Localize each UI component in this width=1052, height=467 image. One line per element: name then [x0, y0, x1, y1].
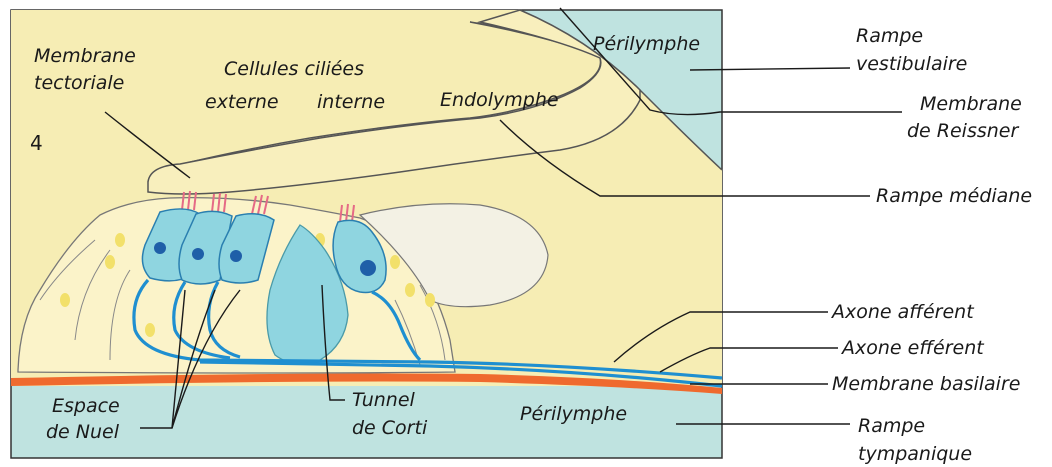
label-perilymphe-top: Périlymphe	[593, 33, 700, 55]
label-perilymphe-bottom: Périlymphe	[520, 403, 627, 425]
label-rampe-vestibulaire-2: vestibulaire	[856, 53, 967, 75]
label-membrane-reissner-1: Membrane	[920, 93, 1022, 115]
label-tunnel-corti-2: de Corti	[352, 417, 428, 439]
label-tunnel-corti-1: Tunnel	[352, 389, 416, 411]
label-rampe-vestibulaire-1: Rampe	[856, 25, 923, 47]
label-interne: interne	[317, 91, 385, 113]
outer-hair-cells	[142, 209, 274, 284]
label-externe: externe	[205, 91, 279, 113]
label-membrane-tectoriale-2: tectoriale	[34, 72, 124, 94]
figure-number: 4	[30, 131, 43, 155]
label-axone-efferent: Axone efférent	[840, 337, 985, 359]
label-cellules-ciliees: Cellules ciliées	[224, 58, 364, 80]
label-endolymphe: Endolymphe	[440, 89, 559, 111]
label-rampe-mediane: Rampe médiane	[876, 185, 1032, 207]
label-membrane-reissner-2: de Reissner	[907, 120, 1019, 142]
inner-hair-cell-nucleus	[360, 260, 376, 276]
label-rampe-tympanique-2: tympanique	[858, 443, 972, 465]
label-espace-nuel-2: de Nuel	[46, 421, 120, 443]
label-membrane-tectoriale-1: Membrane	[34, 45, 136, 67]
label-membrane-basilaire: Membrane basilaire	[832, 373, 1020, 395]
label-rampe-tympanique-1: Rampe	[858, 415, 925, 437]
label-espace-nuel-1: Espace	[52, 395, 120, 417]
label-axone-afferent: Axone afférent	[830, 301, 975, 323]
